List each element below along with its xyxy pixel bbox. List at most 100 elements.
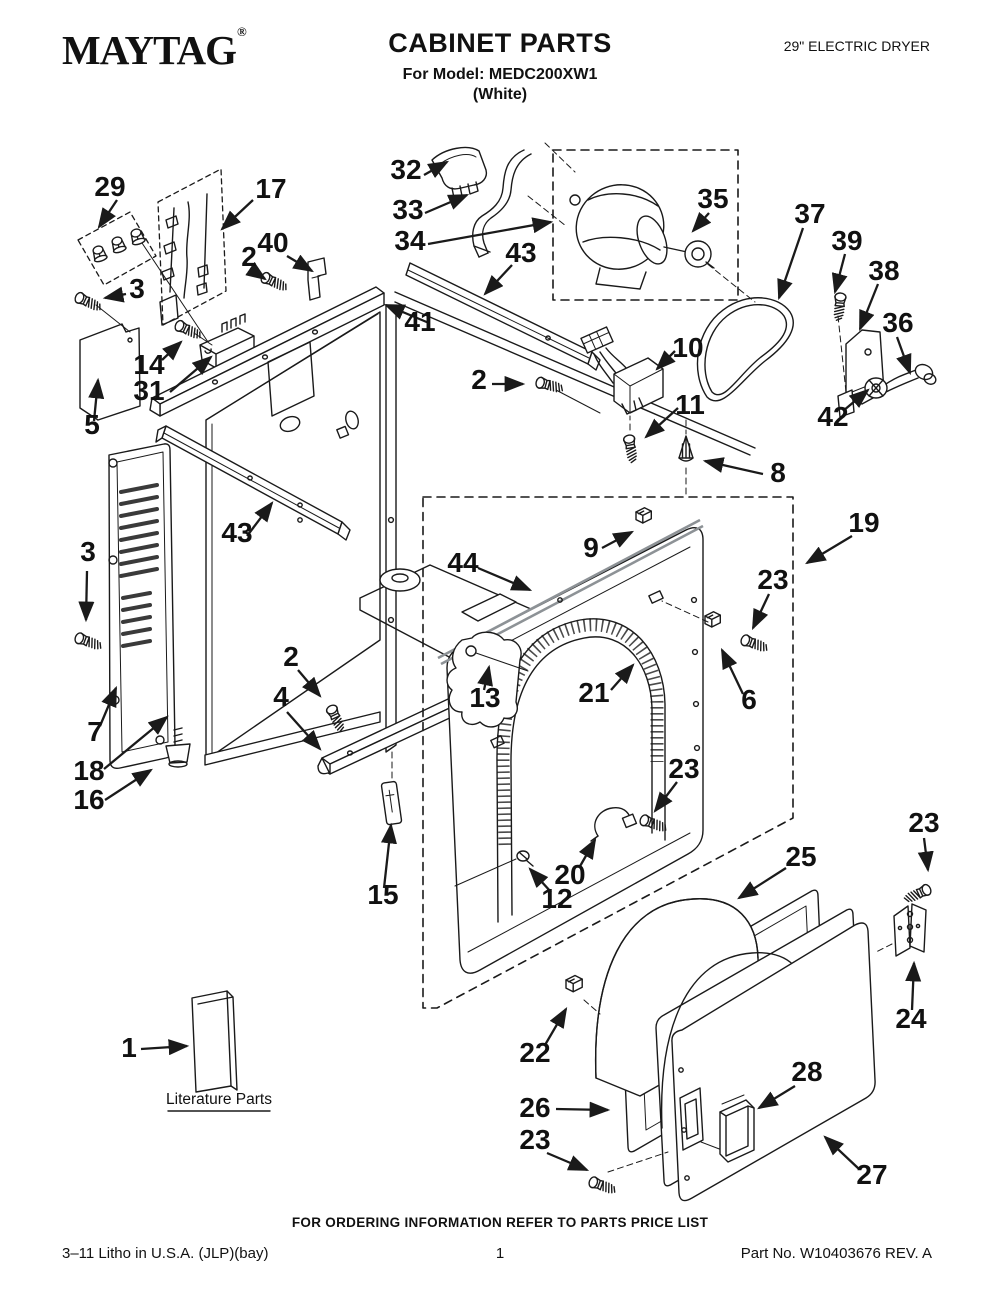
screw-23-hinge xyxy=(902,882,934,906)
part-callout-23b: 23 xyxy=(668,753,699,784)
screw-12 xyxy=(455,851,533,886)
screw-3-top xyxy=(72,290,104,314)
part-callout-5: 5 xyxy=(84,409,100,440)
part-callout-15: 15 xyxy=(367,879,398,910)
rail-43-top xyxy=(406,263,600,370)
cabinet-bottom-rail xyxy=(205,712,380,765)
part-callout-19: 19 xyxy=(848,507,879,538)
clip-22 xyxy=(565,974,583,993)
part-callout-4: 4 xyxy=(273,681,289,712)
part-callout-10: 10 xyxy=(672,332,703,363)
part-callout-38: 38 xyxy=(868,255,899,286)
part-callout-14: 14 xyxy=(133,349,165,380)
screw-23-upper xyxy=(738,633,770,655)
part-callout-16: 16 xyxy=(73,784,104,815)
screw-39 xyxy=(832,291,847,322)
literature-caption: Literature Parts xyxy=(166,1091,272,1108)
page-title: CABINET PARTS xyxy=(388,28,612,58)
part-callout-18: 18 xyxy=(73,755,104,786)
screw-2-mid xyxy=(534,375,565,395)
hinge-24 xyxy=(876,904,926,956)
part-callout-28: 28 xyxy=(791,1056,822,1087)
part-callout-35: 35 xyxy=(697,183,728,214)
literature-booklet-1 xyxy=(192,991,237,1092)
leveling-leg-16 xyxy=(166,728,190,767)
maytag-logo: MAYTAG® xyxy=(62,24,247,74)
drive-belt-37 xyxy=(697,298,793,401)
part-callout-23d: 23 xyxy=(519,1124,550,1155)
part-callout-25: 25 xyxy=(785,841,816,872)
bracket-15 xyxy=(381,781,402,825)
part-callout-3a: 3 xyxy=(129,273,145,304)
motor-box xyxy=(545,143,755,302)
part-callout-37: 37 xyxy=(794,198,825,229)
thermostat-kit-box-17 xyxy=(158,169,226,325)
screw-23-bottom xyxy=(586,1175,618,1197)
rail-43-left xyxy=(156,426,350,540)
part-callout-40: 40 xyxy=(257,227,288,258)
bracket-40 xyxy=(308,258,326,300)
leg-8 xyxy=(678,435,694,462)
part-callout-11: 11 xyxy=(675,389,705,420)
clip-6 xyxy=(704,611,721,628)
bracket-33 xyxy=(473,150,566,257)
part-callout-42: 42 xyxy=(817,401,848,432)
title-block: CABINET PARTS For Model: MEDC200XW1 (Whi… xyxy=(0,28,1000,104)
cabinet-rear-panel xyxy=(206,312,380,760)
part-callout-44: 44 xyxy=(447,547,479,578)
part-callout-41: 41 xyxy=(404,306,435,337)
part-callout-34: 34 xyxy=(394,225,426,256)
part-callout-2c: 2 xyxy=(283,641,299,672)
part-callout-32: 32 xyxy=(390,154,421,185)
part-callout-20: 20 xyxy=(554,859,585,890)
cabinet-corner-post xyxy=(386,292,755,752)
part-callout-22: 22 xyxy=(519,1037,550,1068)
bracket-32 xyxy=(432,148,486,198)
part-callout-13: 13 xyxy=(469,682,500,713)
part-callout-6: 6 xyxy=(741,684,757,715)
door-switch-10 xyxy=(581,327,663,414)
part-callout-9: 9 xyxy=(583,532,599,563)
ordering-note: FOR ORDERING INFORMATION REFER TO PARTS … xyxy=(291,1215,709,1230)
part-number-line: Part No. W10403676 REV. A xyxy=(740,1245,932,1262)
registered-mark: ® xyxy=(236,24,247,39)
front-panel-box-19 xyxy=(423,497,793,1008)
motor-pulley-35 xyxy=(685,241,714,268)
part-callout-23c: 23 xyxy=(908,807,939,838)
part-callout-31: 31 xyxy=(133,375,164,406)
part-callout-43a: 43 xyxy=(505,237,536,268)
finish-line: (White) xyxy=(472,86,528,103)
rear-access-panel-5 xyxy=(80,305,140,420)
part-callout-7: 7 xyxy=(87,716,103,747)
part-callout-26: 26 xyxy=(519,1092,550,1123)
callout-labels: 29 17 40 2 3 14 31 5 32 33 34 43 41 2 35… xyxy=(73,154,939,1190)
part-callout-23a: 23 xyxy=(757,564,788,595)
door-handle-28 xyxy=(720,1095,754,1162)
idler-pulley-42-arm-36 xyxy=(865,362,938,398)
litho-line: 3–11 Litho in U.S.A. (JLP)(bay) xyxy=(62,1245,269,1262)
part-callout-24: 24 xyxy=(895,1003,927,1034)
part-callout-39: 39 xyxy=(831,225,862,256)
part-callout-43b: 43 xyxy=(221,517,252,548)
part-callout-2a: 2 xyxy=(241,241,257,272)
part-callout-21: 21 xyxy=(578,677,609,708)
part-callout-17: 17 xyxy=(255,173,286,204)
product-type: 29" ELECTRIC DRYER xyxy=(783,38,930,54)
part-callout-33: 33 xyxy=(392,194,423,225)
screw-11 xyxy=(622,433,640,464)
part-callout-36: 36 xyxy=(882,307,913,338)
clamp-20 xyxy=(591,808,636,841)
part-callout-29: 29 xyxy=(94,171,125,202)
part-callout-12: 12 xyxy=(541,883,572,914)
callout-arrows xyxy=(78,160,934,1170)
clip-9 xyxy=(635,507,652,524)
screw-14 xyxy=(172,318,204,342)
screw-2-top xyxy=(258,270,290,294)
part-callout-1: 1 xyxy=(121,1032,137,1063)
part-callout-3b: 3 xyxy=(80,536,96,567)
model-line: For Model: MEDC200XW1 xyxy=(402,66,598,83)
part-callout-27: 27 xyxy=(856,1159,887,1190)
brand-text: MAYTAG xyxy=(62,27,237,73)
drive-motor-34 xyxy=(564,172,687,289)
